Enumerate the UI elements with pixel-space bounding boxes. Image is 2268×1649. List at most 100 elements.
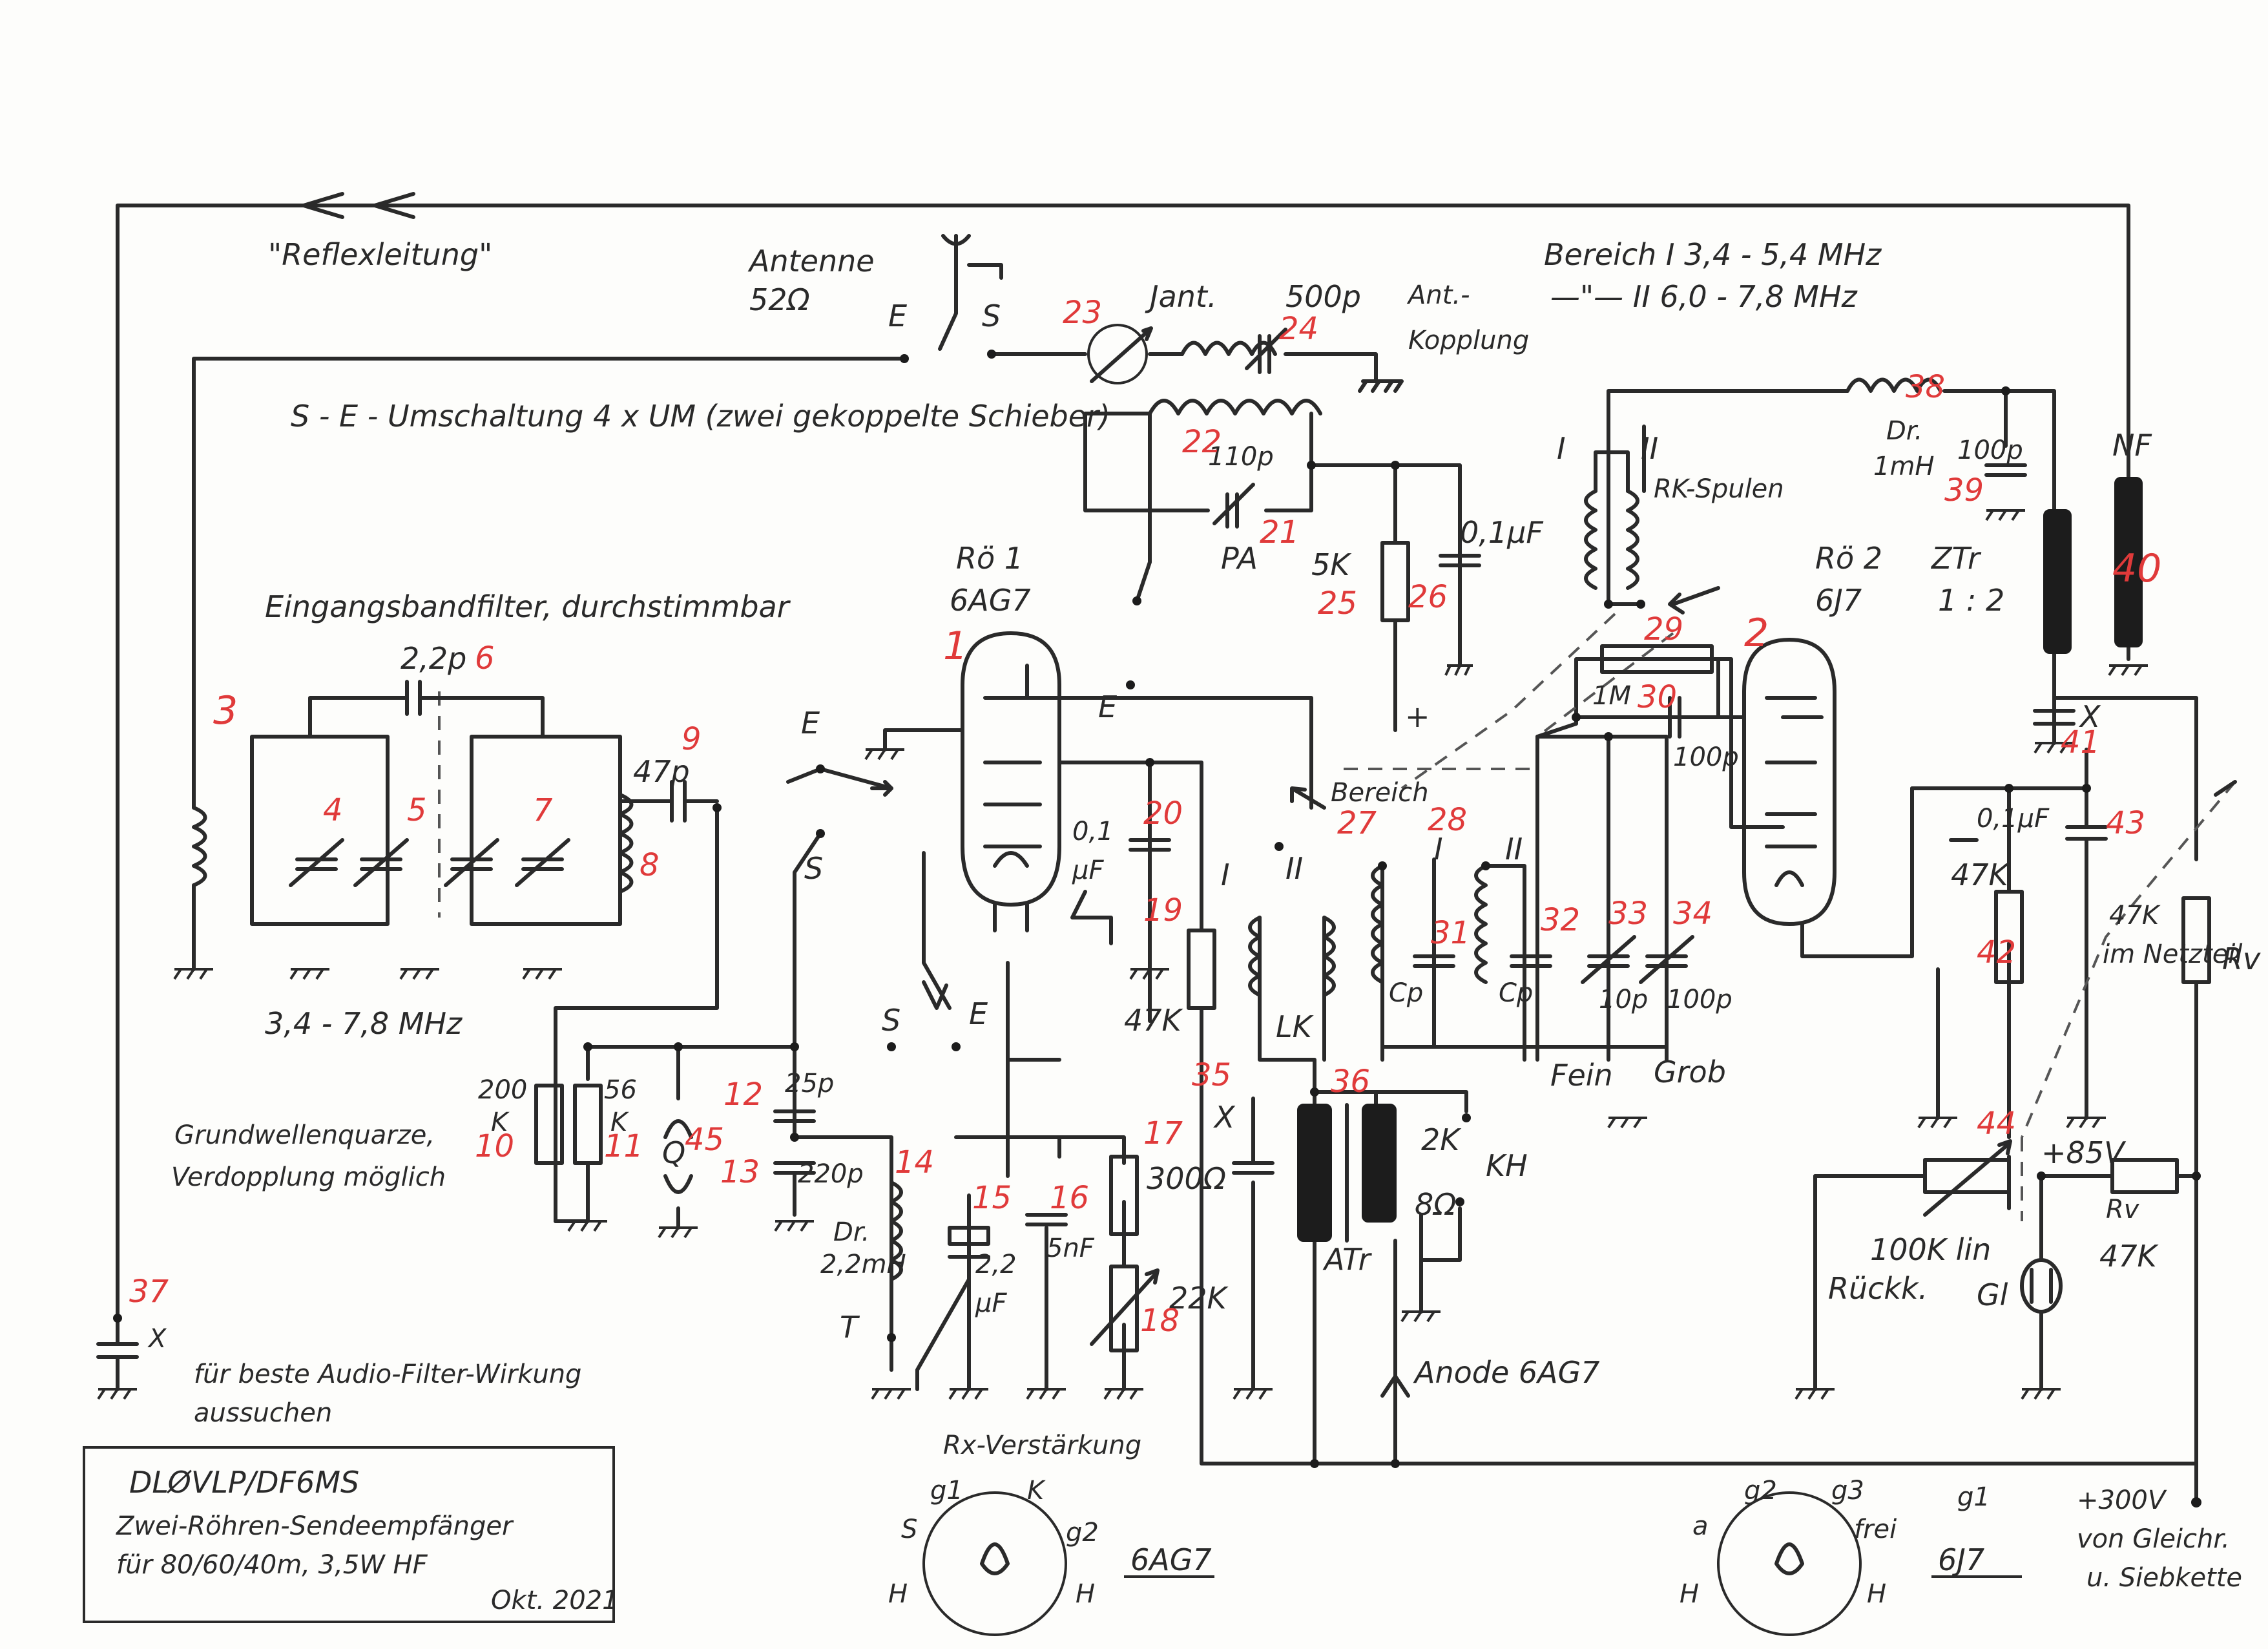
- label-roman-ii-a: II: [1641, 431, 1658, 466]
- label-ztr: ZTr: [1930, 541, 1982, 576]
- label-reflexleitung: "Reflexleitung": [268, 237, 492, 272]
- ref-8: 8: [640, 847, 660, 883]
- label-grob: Grob: [1654, 1055, 1726, 1089]
- label-pin-g1b: g1: [1957, 1482, 1990, 1512]
- label-5nf: 5nF: [1046, 1234, 1095, 1263]
- label-title-3: für 80/60/40m, 3,5W HF: [116, 1550, 428, 1580]
- label-fein: Fein: [1550, 1058, 1613, 1093]
- label-audio-1: für beste Audio-Filter-Wirkung: [194, 1360, 581, 1389]
- ref-32: 32: [1541, 902, 1580, 938]
- ref-42: 42: [1977, 934, 2016, 971]
- ref-15: 15: [972, 1180, 1012, 1216]
- ref-28: 28: [1428, 802, 1467, 838]
- ref-29: 29: [1644, 611, 1683, 647]
- ref-11: 11: [604, 1128, 643, 1164]
- ref-4: 4: [323, 792, 343, 828]
- label-roman-ii-c: II: [1505, 832, 1523, 867]
- label-rv-b: Rv: [2106, 1195, 2140, 1224]
- ref-24: 24: [1279, 311, 1318, 347]
- label-pa: PA: [1221, 541, 1258, 576]
- label-t: T: [840, 1310, 860, 1345]
- label-dr2: Dr.: [833, 1217, 869, 1247]
- ref-31: 31: [1431, 915, 1470, 951]
- label-pin-a: a: [1692, 1511, 1709, 1541]
- label-antenne: Antenne: [747, 244, 875, 278]
- label-25p: 25p: [785, 1069, 834, 1098]
- label-8ohm: 8Ω: [1415, 1187, 1456, 1222]
- ref-40: 40: [2112, 546, 2161, 591]
- label-cap-01uf-b: 0,1µF: [1977, 804, 2050, 834]
- ref-12: 12: [723, 1077, 763, 1113]
- label-47k-19: 47K: [1124, 1003, 1184, 1038]
- label-bereich-1: Bereich I 3,4 - 5,4 MHz: [1544, 237, 1882, 272]
- label-x-41: X: [2079, 699, 2101, 734]
- label-22uf-1: 2,2: [975, 1250, 1017, 1279]
- label-e-tube: E: [1098, 689, 1117, 724]
- label-ztr-ratio: 1 : 2: [1938, 583, 2004, 618]
- label-5k: 5K: [1311, 547, 1352, 582]
- ref-38: 38: [1906, 369, 1945, 405]
- label-pin-g2b: g2: [1744, 1476, 1777, 1506]
- ref-13: 13: [720, 1154, 760, 1190]
- label-switch2-s: S: [804, 851, 823, 886]
- label-switch2-e: E: [801, 706, 820, 740]
- label-roman-ii-b: II: [1285, 851, 1303, 886]
- label-title-2: Zwei-Röhren-Sendeempfänger: [116, 1511, 514, 1541]
- label-rk-spulen: RK-Spulen: [1654, 474, 1784, 504]
- ref-10: 10: [475, 1128, 514, 1164]
- label-2k: 2K: [1421, 1122, 1462, 1157]
- label-100p-c: 100p: [1667, 985, 1732, 1014]
- label-ro2-type: 6J7: [1815, 583, 1862, 618]
- label-rx-verstaerkung: Rx-Verstärkung: [943, 1431, 1141, 1460]
- label-ro2: Rö 2: [1815, 541, 1882, 576]
- label-300v-2: von Gleichr.: [2077, 1524, 2230, 1554]
- ref-25: 25: [1318, 585, 1357, 622]
- ref-27: 27: [1337, 805, 1377, 841]
- ref-5: 5: [407, 792, 427, 828]
- label-cap-01uf-a: 0,1µF: [1460, 515, 1543, 550]
- label-se-umschaltung: S - E - Umschaltung 4 x UM (zwei gekoppe…: [291, 399, 1110, 434]
- ref-45: 45: [685, 1122, 724, 1158]
- label-56k-1: 56: [604, 1075, 637, 1105]
- ref-34: 34: [1673, 896, 1712, 932]
- label-roman-i-b: I: [1221, 857, 1230, 892]
- label-antenne-impedance: 52Ω: [749, 282, 810, 317]
- label-gl: Gl: [1977, 1277, 2008, 1312]
- label-200k-2: K: [491, 1108, 510, 1137]
- ref-20: 20: [1143, 795, 1183, 832]
- label-1m: 1M: [1592, 681, 1631, 711]
- label-nf: NF: [2112, 428, 2152, 463]
- ref-18: 18: [1140, 1303, 1180, 1339]
- ref-33: 33: [1608, 896, 1648, 932]
- label-bereich-2: —"— II 6,0 - 7,8 MHz: [1550, 279, 1858, 314]
- label-ro1: Rö 1: [956, 541, 1023, 576]
- label-grundwellen-2: Verdopplung möglich: [171, 1162, 446, 1192]
- ref-26: 26: [1408, 579, 1448, 615]
- label-cp2: Cp: [1499, 978, 1533, 1008]
- label-200k-1: 200: [478, 1075, 527, 1105]
- ref-7: 7: [533, 792, 553, 828]
- label-47k-im: 47K: [2109, 901, 2161, 930]
- components: [83, 234, 2237, 1636]
- label-100p-a: 100p: [1957, 436, 2023, 465]
- reference-numbers: 1 2 3 4 5 6 7 8 9 10 11 12 13 14 15 16 1…: [129, 295, 2161, 1339]
- label-band-range: 3,4 - 7,8 MHz: [265, 1006, 463, 1041]
- ref-17: 17: [1143, 1115, 1183, 1151]
- label-c01-2: µF: [1072, 856, 1104, 885]
- ref-35: 35: [1192, 1057, 1231, 1093]
- ref-2: 2: [1744, 611, 1769, 656]
- label-x-37: X: [147, 1324, 167, 1354]
- ref-21: 21: [1260, 514, 1299, 551]
- label-500p: 500p: [1285, 279, 1361, 314]
- label-22k: 22K: [1169, 1281, 1229, 1316]
- label-pin-h1: H: [888, 1579, 908, 1609]
- ref-41: 41: [2061, 724, 2100, 761]
- label-pin-g2: g2: [1066, 1518, 1099, 1548]
- label-47k-42: 47K: [1951, 857, 2011, 892]
- label-100k-lin: 100K lin: [1870, 1232, 1991, 1267]
- label-300v-1: +300V: [2077, 1486, 2167, 1515]
- ref-43: 43: [2106, 805, 2145, 841]
- label-roman-i-a: I: [1557, 431, 1566, 466]
- label-title-1: DLØVLP/DF6MS: [129, 1465, 359, 1500]
- label-dr2-val: 2,2mH: [820, 1250, 906, 1279]
